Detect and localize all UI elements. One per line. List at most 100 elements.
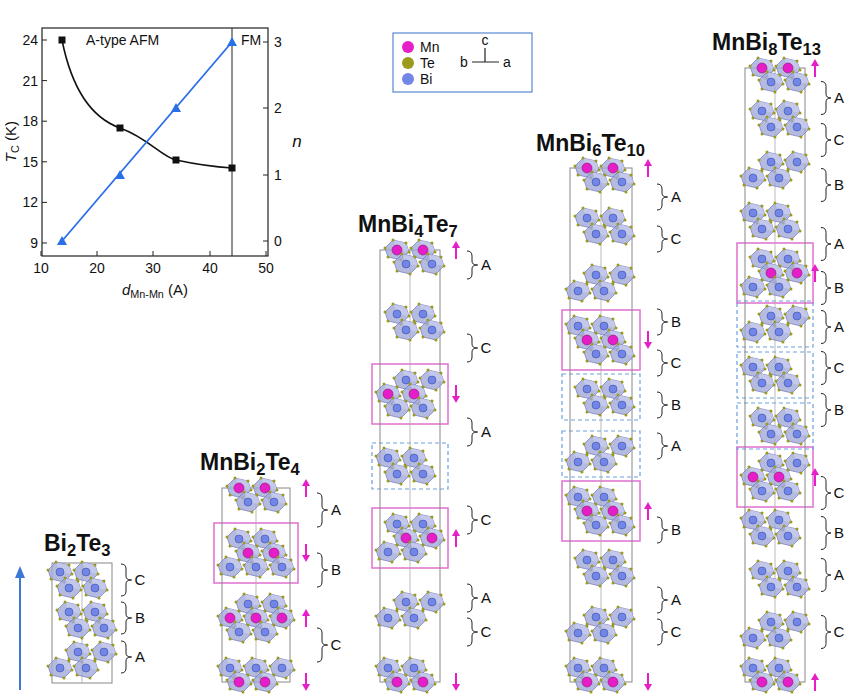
octahedron (610, 607, 634, 627)
te-atom (591, 223, 594, 226)
te-atom (779, 265, 782, 268)
octahedron (741, 168, 765, 188)
te-atom (752, 424, 755, 427)
octahedron (420, 592, 444, 612)
te-atom (764, 639, 767, 642)
te-atom (583, 272, 586, 275)
stacking-letter: C (671, 354, 682, 371)
te-atom (234, 477, 237, 480)
te-atom (783, 100, 786, 103)
te-atom (577, 517, 580, 520)
legend-swatch (402, 41, 414, 53)
te-atom (399, 459, 402, 462)
bi-atom (775, 634, 783, 642)
te-atom (393, 599, 396, 602)
te-atom (285, 605, 288, 608)
bi-atom (793, 618, 801, 626)
text-run: 4 (414, 221, 423, 240)
te-atom (71, 573, 74, 576)
te-atom (805, 154, 808, 157)
te-atom (805, 579, 808, 582)
te-atom (55, 561, 58, 564)
te-atom (417, 603, 420, 606)
mn-atom (783, 63, 793, 73)
spin-arrowhead (452, 529, 460, 536)
te-atom (573, 486, 576, 489)
bi-atom (600, 458, 608, 466)
te-atom (103, 580, 106, 583)
te-atom (778, 235, 781, 238)
te-atom (800, 136, 803, 139)
octahedron (385, 672, 409, 692)
te-atom (220, 674, 223, 677)
octahedron (83, 578, 107, 598)
stacking-bracket (467, 618, 478, 646)
text-run: 21 (22, 73, 38, 89)
mn-atom (383, 389, 393, 399)
bi-atom (574, 629, 582, 637)
te-atom (282, 494, 285, 497)
stacking-letter: B (834, 401, 844, 418)
te-atom (770, 528, 773, 531)
te-atom (81, 657, 84, 660)
stacking-letter: A (834, 235, 844, 252)
te-atom (633, 526, 636, 529)
bi-atom (784, 567, 792, 575)
text-run: B (834, 401, 844, 418)
spin-arrowhead (302, 479, 310, 486)
bi-atom (775, 363, 783, 371)
te-atom (396, 270, 399, 273)
te-atom (782, 588, 785, 591)
chart-label: 12 (22, 194, 38, 210)
stacking-bracket (821, 124, 831, 157)
te-atom (775, 533, 778, 536)
te-atom (384, 311, 387, 314)
te-atom (586, 531, 589, 534)
te-atom (808, 588, 811, 591)
bi-atom (775, 328, 783, 336)
te-atom (599, 280, 602, 283)
bi-atom (592, 350, 600, 358)
te-atom (749, 65, 752, 68)
te-atom (612, 625, 615, 628)
te-atom (769, 338, 772, 341)
spin-arrowhead (452, 396, 460, 403)
te-atom (583, 402, 586, 405)
text-run: C (834, 359, 845, 376)
bi-atom (758, 225, 766, 233)
bi-atom (402, 598, 410, 606)
te-atom (401, 319, 404, 322)
structure-column (372, 239, 478, 694)
te-atom (246, 573, 249, 576)
te-atom (630, 174, 633, 177)
bi-atom (428, 598, 436, 606)
te-atom (615, 292, 618, 295)
te-atom (413, 414, 416, 417)
stacking-bracket (821, 394, 831, 427)
te-atom (226, 536, 229, 539)
tc-curve (62, 40, 232, 168)
te-atom (805, 119, 808, 122)
te-atom (764, 179, 767, 182)
te-atom (440, 372, 443, 375)
te-atom (630, 568, 633, 571)
te-atom (791, 500, 794, 503)
te-atom (600, 337, 603, 340)
te-atom (773, 419, 776, 422)
te-atom (582, 157, 585, 160)
te-atom (409, 657, 412, 660)
data-triangle (115, 170, 125, 179)
te-atom (418, 671, 421, 674)
te-atom (787, 170, 790, 173)
te-atom (427, 527, 430, 530)
te-atom (401, 369, 404, 372)
te-atom (617, 606, 620, 609)
te-atom (238, 660, 241, 663)
te-atom (796, 221, 799, 224)
te-atom (577, 395, 580, 398)
te-atom (617, 223, 620, 226)
bi-atom (419, 520, 427, 528)
te-atom (414, 530, 417, 533)
te-atom (799, 537, 802, 540)
octahedron (584, 224, 608, 244)
